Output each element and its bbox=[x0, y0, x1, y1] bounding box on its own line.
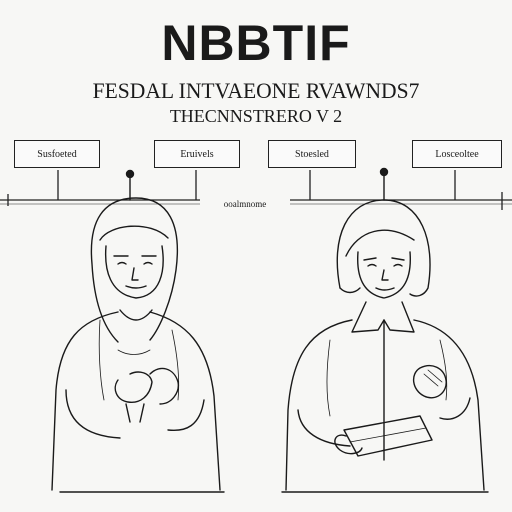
page-subtitle-2: THECNNSTRERO V 2 bbox=[169, 106, 343, 126]
tag-4[interactable]: Losceoltee bbox=[412, 140, 502, 168]
left-figure bbox=[51, 169, 225, 493]
timeline-label: ooalmnome bbox=[200, 199, 290, 209]
tag-2[interactable]: Eruivels bbox=[154, 140, 240, 168]
tag-1[interactable]: Susfoeted bbox=[14, 140, 100, 168]
right-figure bbox=[281, 167, 489, 493]
page-title: NBBTIF bbox=[161, 15, 351, 71]
page-subtitle-1: FESDAL INTVAEONE RVAWNDS7 bbox=[92, 78, 420, 103]
tag-3[interactable]: Stoesled bbox=[268, 140, 356, 168]
illustration bbox=[51, 167, 489, 493]
